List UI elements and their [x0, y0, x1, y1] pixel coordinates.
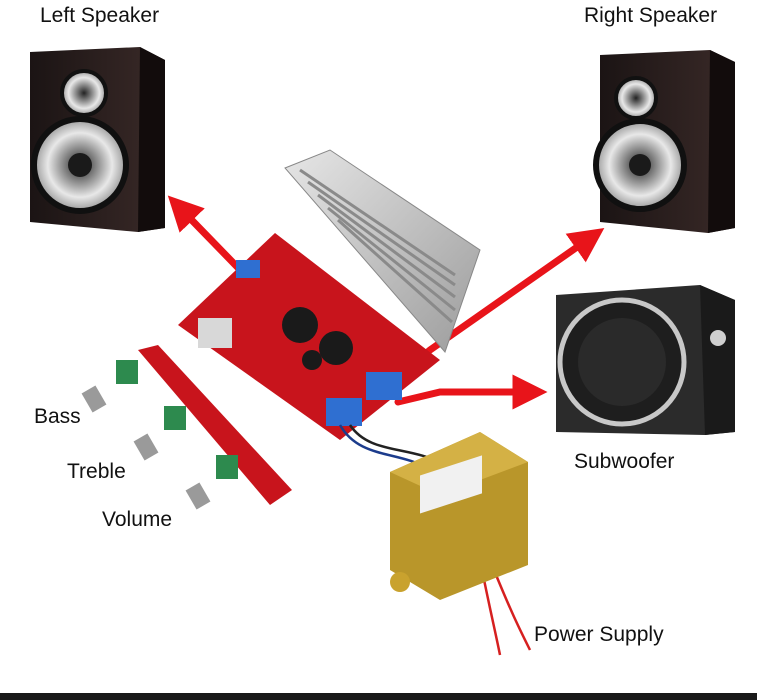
right-speaker-label: Right Speaker: [584, 4, 718, 27]
volume-label: Volume: [102, 508, 173, 531]
right-speaker-image: [593, 50, 735, 233]
treble-label: Treble: [67, 460, 126, 483]
bass-knob: [81, 360, 138, 413]
bass-label: Bass: [34, 405, 81, 428]
subwoofer-image: [556, 285, 735, 435]
amplifier-board: [178, 149, 481, 440]
left-speaker-label: Left Speaker: [40, 4, 160, 27]
power-supply-label: Power Supply: [534, 623, 664, 646]
bottom-divider: [0, 693, 757, 700]
left-speaker-image: [30, 47, 165, 232]
control-board: [81, 345, 292, 510]
transformer-image: [390, 432, 528, 600]
volume-knob: [185, 455, 238, 510]
subwoofer-label: Subwoofer: [574, 450, 675, 473]
treble-knob: [133, 406, 186, 461]
arrow-to-subwoofer: [394, 374, 548, 410]
